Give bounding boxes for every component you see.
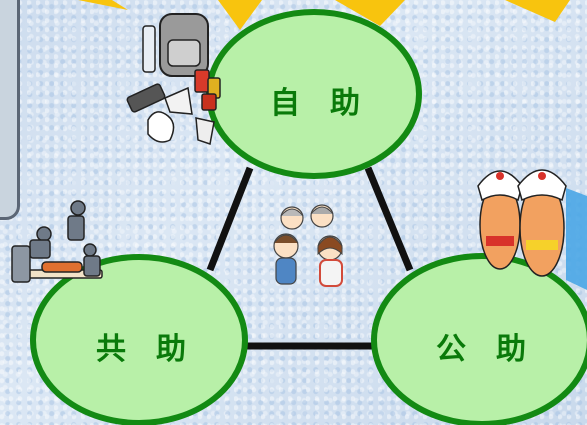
connector-self-mutual (206, 166, 254, 272)
sun-rays-icon (78, 0, 570, 30)
connector-lines (206, 166, 414, 350)
emergency-supplies-icon (126, 13, 221, 145)
self-help-label: 自 助 (270, 86, 360, 121)
mascot-characters-icon (477, 169, 587, 290)
connector-self-public (364, 166, 414, 272)
side-panel (0, 0, 20, 220)
public-help-label: 公 助 (436, 332, 526, 367)
rescue-team-icon (11, 200, 103, 283)
mutual-help-circle (30, 254, 248, 425)
mutual-help-label: 共 助 (96, 332, 186, 367)
public-help-circle (371, 253, 587, 425)
family-group-icon (273, 204, 343, 287)
